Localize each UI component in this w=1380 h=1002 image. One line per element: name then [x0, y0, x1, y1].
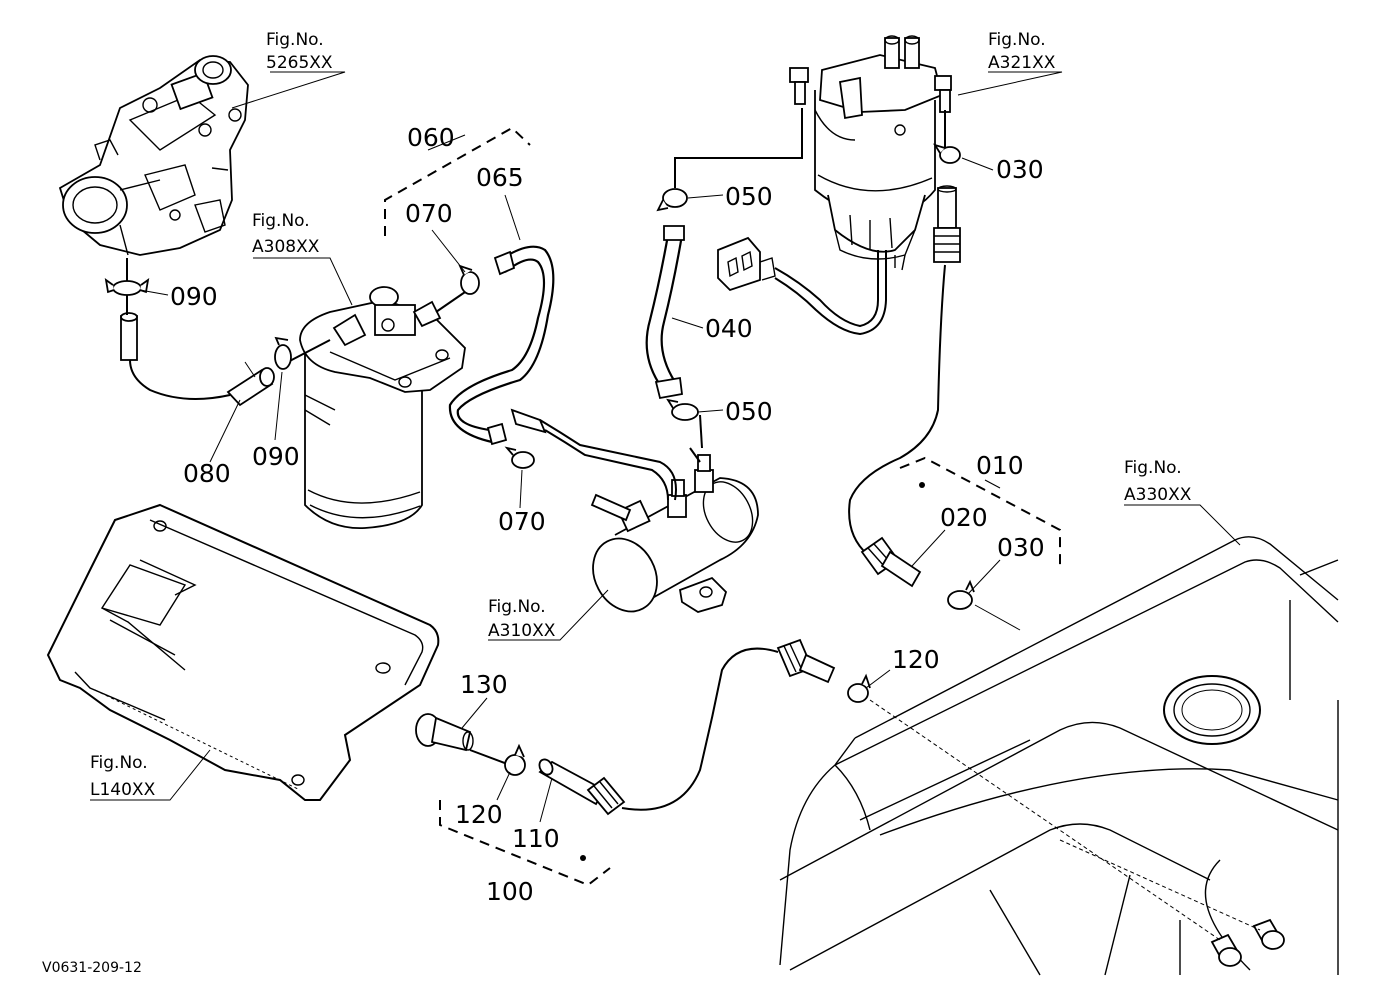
clamp-070-lower	[504, 446, 535, 469]
fig-ref-code[interactable]: L140XX	[90, 780, 156, 800]
kit-marker	[580, 855, 586, 861]
callout-090[interactable]: 090	[252, 442, 300, 471]
fitting-020	[860, 536, 922, 588]
fig-ref-code[interactable]: A321XX	[988, 53, 1056, 73]
kit-marker	[919, 482, 925, 488]
kit-group-010	[899, 456, 1061, 565]
callout-060[interactable]: 060	[407, 123, 455, 152]
hose-040	[645, 225, 685, 400]
fitting-120-right	[776, 638, 836, 684]
clamp-120-left	[504, 743, 526, 776]
electric-fuel-pump	[510, 408, 759, 613]
fuel-filter	[299, 286, 466, 530]
clamp-050-lower	[666, 398, 699, 421]
callout-030[interactable]: 030	[997, 533, 1045, 562]
kit-group-060	[384, 126, 531, 236]
fitting-upper-right	[933, 185, 961, 263]
fig-ref-code[interactable]: A308XX	[252, 237, 320, 257]
hose-065	[448, 245, 555, 446]
callout-065[interactable]: 065	[476, 163, 524, 192]
clamp-120-right	[847, 673, 871, 703]
fig-ref-label: Fig.No.	[90, 753, 148, 773]
tank-bolt	[1252, 918, 1285, 950]
clamp-030-upper	[932, 143, 961, 164]
fig-ref-label: Fig.No.	[1124, 458, 1182, 478]
callout-090[interactable]: 090	[170, 282, 218, 311]
hose-080	[226, 367, 275, 407]
callout-040[interactable]: 040	[705, 314, 753, 343]
callout-070[interactable]: 070	[498, 507, 546, 536]
callout-030[interactable]: 030	[996, 155, 1044, 184]
clamp-090-lower	[274, 336, 292, 370]
callout-100[interactable]: 100	[486, 877, 534, 906]
water-separator	[789, 35, 952, 271]
callout-130[interactable]: 130	[460, 670, 508, 699]
callout-050[interactable]: 050	[725, 397, 773, 426]
callout-050[interactable]: 050	[725, 182, 773, 211]
callout-020[interactable]: 020	[940, 503, 988, 532]
injection-pump	[58, 55, 249, 256]
fig-ref-label: Fig.No.	[252, 211, 310, 231]
fig-ref-label: Fig.No.	[988, 30, 1046, 50]
callout-120[interactable]: 120	[892, 645, 940, 674]
fig-ref-code[interactable]: 5265XX	[266, 53, 333, 73]
clamp-070-upper	[458, 264, 480, 295]
fig-ref-label: Fig.No.	[266, 30, 324, 50]
fig-ref-code[interactable]: A310XX	[488, 621, 556, 641]
clamp-050-upper	[656, 188, 688, 212]
fitting-100	[586, 776, 626, 816]
fitting-130	[415, 713, 474, 752]
callout-110[interactable]: 110	[512, 824, 560, 853]
fuel-lines	[126, 108, 946, 811]
drawing-code: V0631-209-12	[42, 960, 142, 976]
tank-bolt	[1210, 933, 1242, 967]
callout-080[interactable]: 080	[183, 459, 231, 488]
sensor-connector	[717, 236, 887, 336]
fig-ref-label: Fig.No.	[488, 597, 546, 617]
clamp-090-upper	[104, 278, 150, 296]
guard-plate	[46, 503, 440, 801]
hose-sleeve	[120, 312, 138, 361]
callout-010[interactable]: 010	[976, 451, 1024, 480]
fig-ref-code[interactable]: A330XX	[1124, 485, 1192, 505]
callout-070[interactable]: 070	[405, 199, 453, 228]
clamp-030-lower	[947, 579, 975, 610]
fuel-tank	[779, 536, 1339, 976]
kit-group-100	[439, 800, 611, 887]
callout-120[interactable]: 120	[455, 800, 503, 829]
leader-lines	[90, 71, 1241, 823]
